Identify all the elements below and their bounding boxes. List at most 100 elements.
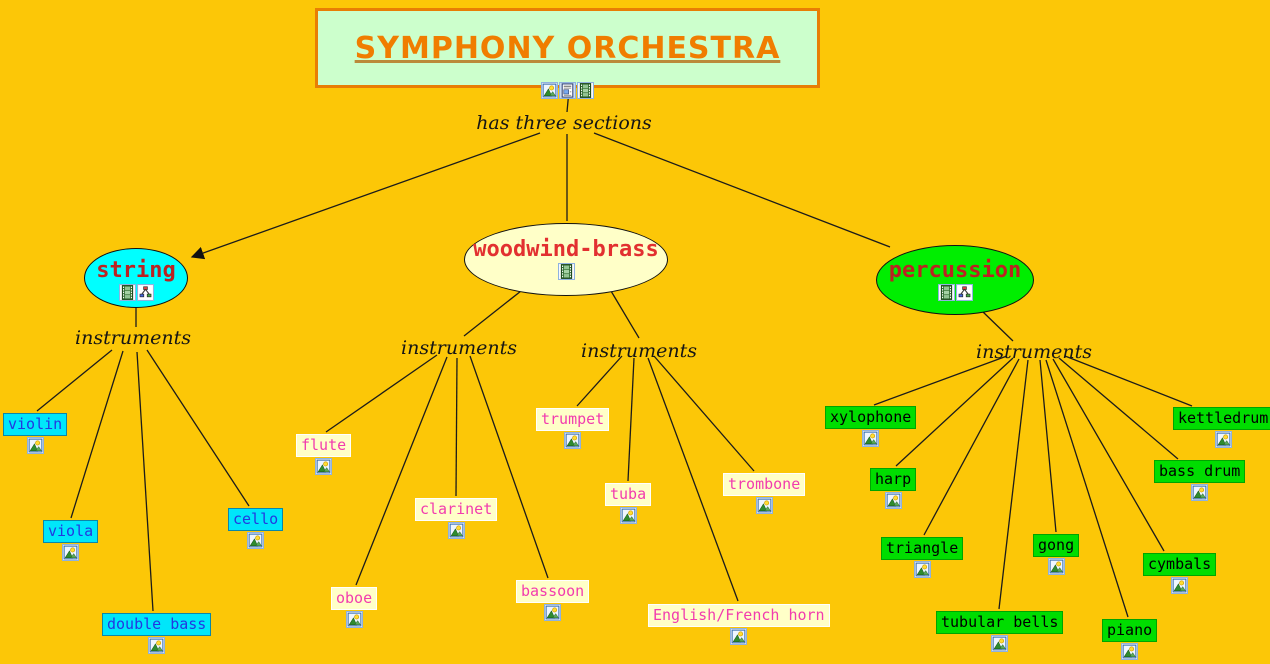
image-icon[interactable] [1171, 577, 1188, 594]
linking-phrase-root[interactable]: has three sections [476, 112, 652, 134]
concept-flute[interactable]: flute [296, 434, 352, 475]
concept-clarinet[interactable]: clarinet [415, 498, 498, 539]
movie-icon[interactable] [558, 263, 575, 280]
concept-label: bassoon [521, 582, 585, 600]
concept-label: oboe [336, 589, 373, 607]
concept-label: English/French horn [653, 606, 825, 624]
image-icon[interactable] [346, 611, 363, 628]
section-woodwind-label: woodwind-brass [473, 237, 659, 262]
image-icon[interactable] [1048, 558, 1065, 575]
concept-label: tubular bells [941, 613, 1059, 631]
linking-phrase-woodwind-instruments-left[interactable]: instruments [401, 337, 517, 359]
concept-box: oboe [331, 587, 378, 610]
concept-box: tuba [605, 483, 652, 506]
image-icon[interactable] [315, 458, 332, 475]
section-string-label: string [96, 257, 176, 283]
concept-label: violin [8, 415, 63, 433]
section-percussion-label: percussion [888, 257, 1022, 283]
cmap-icon[interactable] [137, 284, 154, 301]
image-icon[interactable] [756, 497, 773, 514]
concept-gong[interactable]: gong [1033, 534, 1080, 575]
concept-label: tuba [610, 485, 647, 503]
concept-trumpet[interactable]: trumpet [536, 408, 610, 449]
concept-box: kettledrum [1173, 407, 1270, 430]
concept-box: gong [1033, 534, 1080, 557]
image-icon[interactable] [885, 492, 902, 509]
section-woodwind-brass[interactable]: woodwind-brass [464, 223, 668, 296]
concept-box: double bass [102, 613, 212, 636]
image-icon[interactable] [620, 507, 637, 524]
concept-label: viola [48, 522, 94, 540]
concept-box: bassoon [516, 580, 590, 603]
image-icon[interactable] [564, 432, 581, 449]
image-icon[interactable] [544, 604, 561, 621]
concept-box: English/French horn [648, 604, 830, 627]
concept-harp[interactable]: harp [870, 468, 917, 509]
concept-box: clarinet [415, 498, 498, 521]
section-string-resource-icons [119, 284, 154, 301]
concept-viola[interactable]: viola [43, 520, 99, 561]
linking-phrase-woodwind-instruments-right[interactable]: instruments [581, 340, 697, 362]
image-icon[interactable] [448, 522, 465, 539]
concept-english-french-horn[interactable]: English/French horn [648, 604, 830, 645]
image-icon[interactable] [730, 628, 747, 645]
concept-box: trumpet [536, 408, 610, 431]
concept-kettledrum[interactable]: kettledrum [1173, 407, 1270, 448]
root-concept[interactable]: SYMPHONY ORCHESTRA [315, 8, 820, 88]
concept-trombone[interactable]: trombone [723, 473, 806, 514]
image-icon[interactable] [541, 82, 558, 99]
movie-icon[interactable] [119, 284, 136, 301]
cmap-icon[interactable] [956, 284, 973, 301]
image-icon[interactable] [1191, 484, 1208, 501]
concept-tubular-bells[interactable]: tubular bells [936, 611, 1064, 652]
concept-box: flute [296, 434, 352, 457]
title-resource-icons [541, 82, 594, 99]
image-icon[interactable] [148, 637, 165, 654]
concept-box: viola [43, 520, 99, 543]
concept-xylophone[interactable]: xylophone [825, 406, 917, 447]
concept-label: cymbals [1148, 555, 1212, 573]
section-string[interactable]: string [84, 248, 188, 308]
movie-icon[interactable] [938, 284, 955, 301]
concept-label: piano [1107, 621, 1153, 639]
concept-label: bass drum [1159, 462, 1241, 480]
concept-box: harp [870, 468, 917, 491]
concept-label: kettledrum [1178, 409, 1269, 427]
concept-box: xylophone [825, 406, 917, 429]
concept-triangle[interactable]: triangle [881, 537, 964, 578]
concept-box: cello [228, 508, 284, 531]
linking-phrase-string-instruments[interactable]: instruments [75, 327, 191, 349]
concept-double-bass[interactable]: double bass [102, 613, 212, 654]
image-icon[interactable] [62, 544, 79, 561]
concept-cello[interactable]: cello [228, 508, 284, 549]
image-icon[interactable] [1215, 431, 1232, 448]
concept-box: tubular bells [936, 611, 1064, 634]
document-icon[interactable] [559, 82, 576, 99]
image-icon[interactable] [1121, 643, 1138, 660]
section-woodwind-resource-icons [558, 263, 575, 280]
concept-oboe[interactable]: oboe [331, 587, 378, 628]
concept-label: clarinet [420, 500, 493, 518]
image-icon[interactable] [27, 437, 44, 454]
image-icon[interactable] [991, 635, 1008, 652]
concept-box: bass drum [1154, 460, 1246, 483]
concept-cymbals[interactable]: cymbals [1143, 553, 1217, 594]
concept-box: piano [1102, 619, 1158, 642]
image-icon[interactable] [914, 561, 931, 578]
concept-label: xylophone [830, 408, 912, 426]
concept-label: triangle [886, 539, 959, 557]
concept-tuba[interactable]: tuba [605, 483, 652, 524]
section-percussion[interactable]: percussion [876, 245, 1034, 315]
concept-box: trombone [723, 473, 806, 496]
movie-icon[interactable] [577, 82, 594, 99]
concept-piano[interactable]: piano [1102, 619, 1158, 660]
concept-violin[interactable]: violin [3, 413, 68, 454]
image-icon[interactable] [247, 532, 264, 549]
concept-bass-drum[interactable]: bass drum [1154, 460, 1246, 501]
concept-bassoon[interactable]: bassoon [516, 580, 590, 621]
linking-phrase-percussion-instruments[interactable]: instruments [976, 341, 1092, 363]
image-icon[interactable] [862, 430, 879, 447]
section-percussion-resource-icons [938, 284, 973, 301]
